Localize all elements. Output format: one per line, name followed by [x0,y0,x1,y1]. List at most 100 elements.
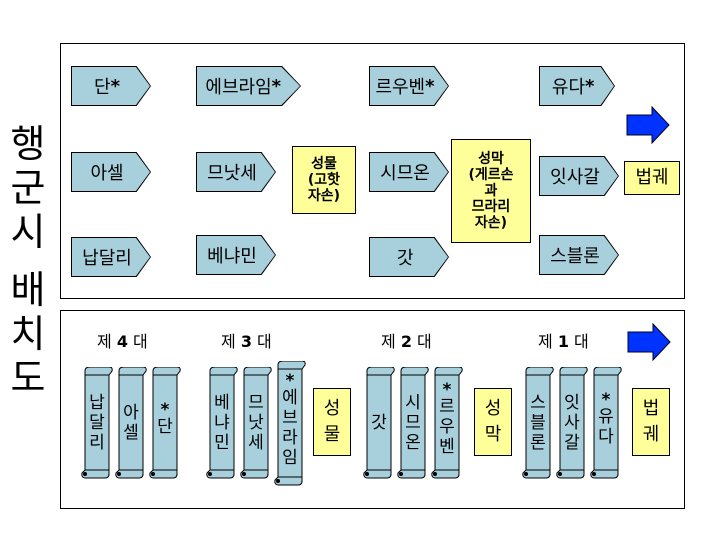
tag-naphtali: 납달리 [71,237,151,277]
ark-box: 법 궤 [632,388,670,456]
title-char: 치 [10,312,46,356]
scroll-shape [522,367,554,479]
star-mark: * [285,370,295,391]
goods-line: (고핫 [307,172,341,188]
title-char: 배 [10,268,46,312]
tent-line: 자손) [474,215,508,231]
tag-label: 단 [94,77,111,98]
tribe-char: 단 [157,417,173,437]
tribe-char: 우 [439,417,455,437]
tag-benjamin: 베냐민 [196,235,276,275]
tribe-char: 스 [530,393,546,413]
tag-label: 납달리 [82,248,132,269]
tribe-char: 에 [282,387,298,408]
tribe-char: 블 [530,413,546,433]
tribe-char: 셀 [123,423,139,443]
tag-label: 베냐민 [207,246,257,267]
tag-label: 잇사갈 [550,167,600,188]
holy-goods-box: 성물 (고핫 자손) [292,146,356,214]
tent-char: 막 [484,424,502,445]
tribe-char: 아 [123,403,139,423]
holy-goods-box: 성 물 [313,388,351,456]
star-mark: * [585,75,595,97]
star-mark: * [601,390,611,410]
tribe-char: 시 [405,393,421,413]
title-char: 도 [10,356,46,400]
scroll-shape [240,367,272,479]
tag-label: 스블론 [550,246,600,267]
tribe-char: 민 [214,433,230,453]
tribe-char: 달 [89,413,105,433]
tag-reuben: 르우벤* [369,66,449,106]
scroll-shape [431,367,463,479]
ark-box: 법궤 [624,161,680,195]
tribe-char: 베 [214,393,230,413]
top-formation-panel: 단* 에브라임* 르우벤* 유다* 아셀 므낫세 시므온 잇사갈 납달리 베냐민… [60,43,685,299]
tag-label: 아셀 [90,163,124,184]
tribe-char: 벤 [439,437,455,457]
scroll-shape [397,367,429,479]
tabernacle-box: 성막 (게르손 과 므라리 자손) [451,139,531,243]
tag-simeon: 시므온 [369,152,449,192]
tag-dan: 단* [71,66,151,106]
title-char: 행 [10,122,46,166]
tent-char: 성 [484,398,502,419]
tribe-char: 유 [598,407,614,427]
tent-line: 과 [484,183,498,199]
tribe-char: 다 [598,427,614,447]
generation-3-label: 제 3 대 [221,332,272,351]
tribe-char: 므 [405,413,421,433]
tag-gad: 갓 [369,237,449,277]
tag-label: 르우벤 [375,77,426,98]
tag-label: 유다 [551,77,586,98]
tent-line: 성막 [478,151,504,167]
goods-char: 성 [323,398,341,419]
tribe-char: 갓 [371,413,387,433]
tribe-char: 론 [530,433,546,453]
tag-asher: 아셀 [71,152,151,192]
tag-label: 갓 [396,248,414,269]
star-mark: * [160,400,170,420]
tribe-name: *단 [149,400,181,438]
scroll-shape [556,367,588,479]
scroll-shape [363,367,395,479]
tag-ephraim: 에브라임* [196,66,301,106]
tribe-char: 세 [248,433,264,453]
direction-arrow-icon [627,323,671,361]
generation-4-label: 제 4 대 [97,332,148,351]
tribe-char: 리 [89,433,105,453]
tribe-char: 냐 [214,413,230,433]
star-mark: * [110,75,120,97]
tag-manasseh: 므낫세 [196,152,276,192]
tribe-char: 갈 [564,433,580,453]
tribe-char: 잇 [564,393,580,413]
tribe-char: 온 [405,433,421,453]
ark-char: 궤 [642,424,660,445]
diagram-title: 행 군 시 배 치 도 [8,122,48,400]
generation-2-label: 제 2 대 [381,332,432,351]
star-mark: * [271,75,282,97]
star-mark: * [442,380,452,400]
tribe-char: 낫 [248,413,264,433]
scroll-shape [81,367,113,479]
tribe-name: 갓 [363,413,395,433]
scroll-shape [590,367,622,479]
tent-line: 므라리 [471,199,511,215]
tribe-char: 임 [282,447,298,468]
